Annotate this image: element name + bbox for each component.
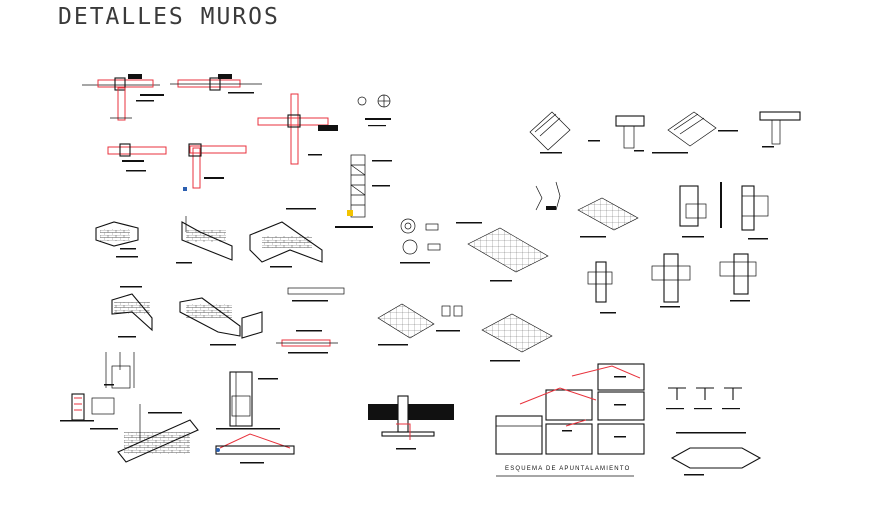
shoring-scheme bbox=[495, 363, 645, 477]
column-base-detail bbox=[60, 393, 118, 430]
foundation-column-section bbox=[368, 395, 454, 450]
rebar-mesh-plan-1 bbox=[456, 222, 549, 282]
block-iso-detail-1 bbox=[95, 221, 139, 258]
block-iso-detail-2 bbox=[176, 216, 233, 264]
column-joint-section-1 bbox=[587, 261, 616, 314]
rebar-mesh-plan-4 bbox=[577, 197, 639, 238]
round-footing-icons bbox=[400, 218, 463, 332]
block-iso-corner-3 bbox=[249, 208, 323, 268]
wall-plan-l-junction bbox=[170, 74, 262, 94]
rebar-iso-detail-top-1 bbox=[529, 111, 600, 154]
column-joint-section-3 bbox=[719, 253, 757, 302]
block-iso-detail-4 bbox=[111, 286, 153, 338]
beam-arch-detail bbox=[215, 433, 295, 464]
column-elevation-detail bbox=[216, 371, 280, 430]
tee-details bbox=[666, 387, 742, 410]
pile-icons bbox=[535, 181, 561, 211]
slab-section bbox=[670, 432, 762, 476]
beam-column-section-1 bbox=[679, 182, 722, 238]
beam-column-section-2 bbox=[741, 185, 769, 240]
footing-section-detail bbox=[104, 352, 135, 389]
column-rebar-elevation bbox=[335, 154, 392, 228]
rebar-iso-detail-top-2 bbox=[615, 115, 645, 152]
wall-plan-corner-lower bbox=[183, 143, 247, 191]
rebar-mesh-plan-2 bbox=[377, 303, 435, 346]
sheet-title: DETALLES MUROS bbox=[58, 4, 280, 30]
wall-plan-t-lower bbox=[107, 143, 167, 172]
rebar-iso-detail-top-3 bbox=[652, 111, 717, 154]
wall-plan-cross bbox=[257, 93, 338, 165]
rebar-mesh-plan-3 bbox=[481, 313, 553, 362]
shoring-scheme-caption: ESQUEMA DE APUNTALAMIENTO bbox=[505, 466, 631, 472]
wall-block-iso-large bbox=[117, 404, 199, 463]
column-joint-section-2 bbox=[651, 253, 691, 308]
block-iso-detail-5 bbox=[179, 297, 263, 346]
wall-plan-t-junction bbox=[82, 74, 164, 121]
rebar-iso-detail-top-4 bbox=[718, 111, 801, 148]
rebar-section-icons bbox=[357, 94, 391, 127]
wall-section-red-strip bbox=[276, 287, 345, 354]
